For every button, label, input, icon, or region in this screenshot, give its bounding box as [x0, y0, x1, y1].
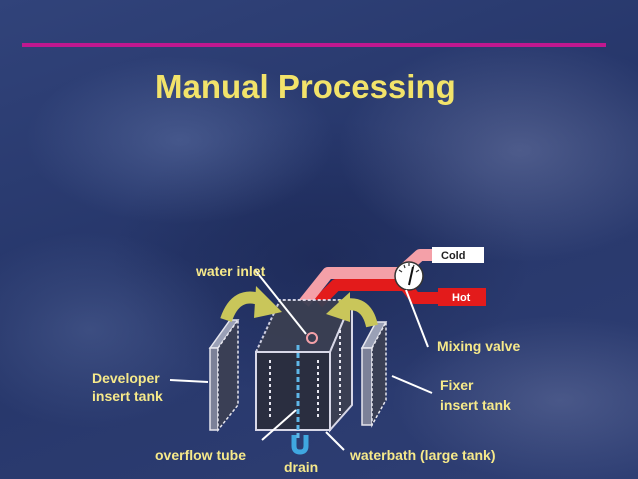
cold-label: Cold [441, 250, 466, 262]
title-divider [22, 43, 606, 47]
mixing-valve-pointer [405, 289, 429, 348]
waterbath-tank [254, 299, 354, 433]
mixing-valve-label: Mixing valve [437, 338, 521, 354]
left-arrow-head [254, 286, 282, 318]
developer-label-line1: Developer [92, 370, 160, 386]
page-title: Manual Processing [155, 68, 456, 105]
thermometer-dial-icon [394, 261, 424, 291]
water-inlet-label: water inlet [196, 263, 266, 279]
overflow-tube-label: overflow tube [155, 447, 247, 463]
waterbath-pointer [325, 431, 345, 451]
fixer-label-line2: insert tank [440, 397, 511, 413]
developer-pointer [169, 379, 209, 383]
fixer-insert-tank [360, 321, 388, 428]
drain-label: drain [284, 459, 319, 475]
hot-pipe-label-box [438, 288, 486, 306]
waterbath-label: waterbath (large tank) [350, 447, 496, 463]
hot-label: Hot [452, 292, 471, 304]
fixer-pointer [391, 375, 433, 394]
cold-pipe-label-box [432, 247, 484, 263]
overflow-tube-pointer [261, 409, 297, 441]
developer-label-line2: insert tank [92, 388, 163, 404]
drain-pipe [291, 435, 309, 455]
water-inlet-pointer [254, 269, 307, 335]
fixer-label-line1: Fixer [440, 377, 474, 393]
right-arrow-head [326, 292, 350, 322]
developer-insert-tank [208, 317, 240, 433]
water-inlet-ring [306, 332, 318, 344]
